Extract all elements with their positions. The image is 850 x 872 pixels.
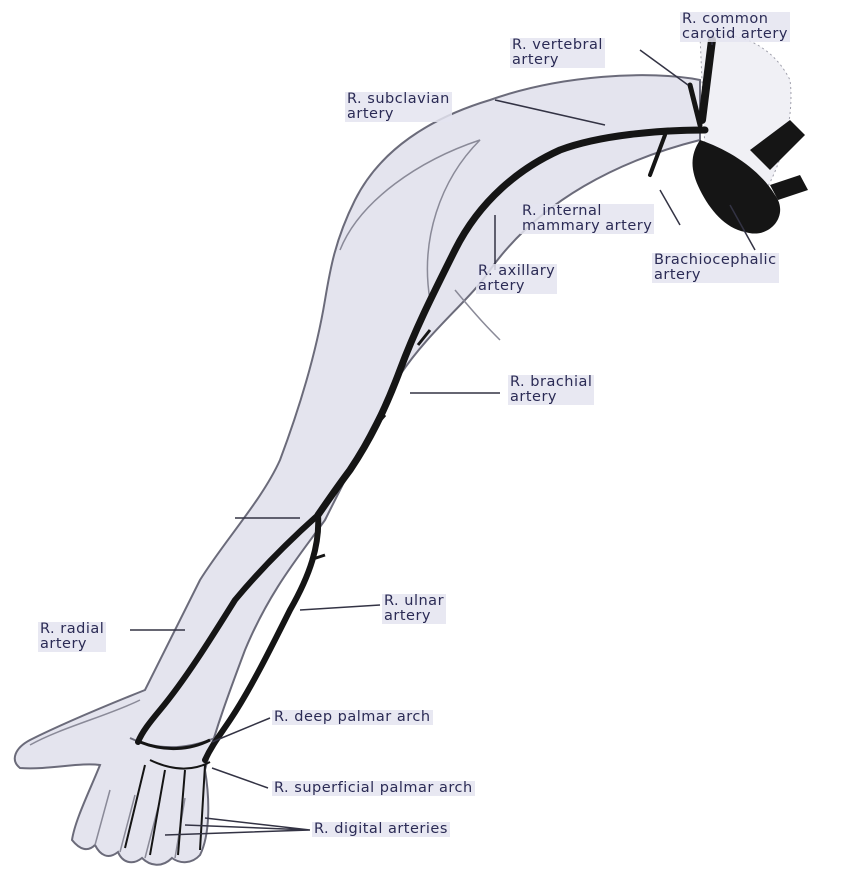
label-subclavian: R. subclavian artery	[345, 92, 452, 122]
label-superficial-palmar-arch-text: R. superficial palmar arch	[274, 781, 473, 796]
arm-silhouette	[15, 75, 700, 865]
label-axillary: R. axillary artery	[476, 264, 557, 294]
label-radial-line2: artery	[40, 637, 104, 652]
label-radial: R. radial artery	[38, 622, 106, 652]
label-superficial-palmar-arch: R. superficial palmar arch	[272, 781, 475, 796]
label-common-carotid-line1: R. common	[682, 12, 788, 27]
label-deep-palmar-arch: R. deep palmar arch	[272, 710, 433, 725]
label-brachiocephalic-line1: Brachiocephalic	[654, 253, 777, 268]
label-deep-palmar-arch-text: R. deep palmar arch	[274, 710, 431, 725]
label-ulnar-line2: artery	[384, 609, 444, 624]
label-vertebral-line1: R. vertebral	[512, 38, 603, 53]
label-radial-line1: R. radial	[40, 622, 104, 637]
label-internal-mammary: R. internal mammary artery	[520, 204, 654, 234]
label-digital-arteries-text: R. digital arteries	[314, 822, 448, 837]
label-brachial-line2: artery	[510, 390, 592, 405]
label-axillary-line2: artery	[478, 279, 555, 294]
label-common-carotid-line2: carotid artery	[682, 27, 788, 42]
label-subclavian-line1: R. subclavian	[347, 92, 450, 107]
label-subclavian-line2: artery	[347, 107, 450, 122]
elbow-contour	[455, 290, 500, 340]
label-brachial: R. brachial artery	[508, 375, 594, 405]
label-brachiocephalic-line2: artery	[654, 268, 777, 283]
label-ulnar: R. ulnar artery	[382, 594, 446, 624]
label-brachiocephalic: Brachiocephalic artery	[652, 253, 779, 283]
label-common-carotid: R. common carotid artery	[680, 12, 790, 42]
label-vertebral-line2: artery	[512, 53, 603, 68]
label-vertebral: R. vertebral artery	[510, 38, 605, 68]
label-internal-mammary-line2: mammary artery	[522, 219, 652, 234]
label-ulnar-line1: R. ulnar	[384, 594, 444, 609]
label-brachial-line1: R. brachial	[510, 375, 592, 390]
label-axillary-line1: R. axillary	[478, 264, 555, 279]
label-internal-mammary-line1: R. internal	[522, 204, 652, 219]
label-digital-arteries: R. digital arteries	[312, 822, 450, 837]
